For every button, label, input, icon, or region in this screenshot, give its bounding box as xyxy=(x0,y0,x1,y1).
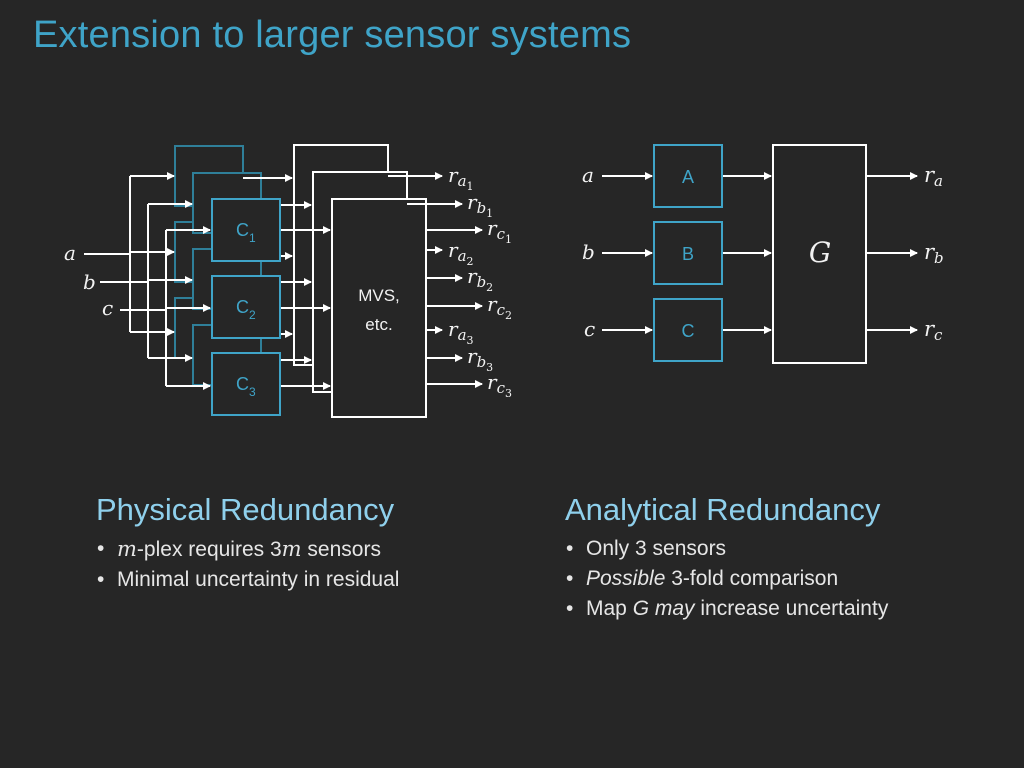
slide-title: Extension to larger sensor systems xyxy=(33,14,632,56)
right-output-label-a: ra xyxy=(924,163,943,190)
svg-text:ra3: ra3 xyxy=(448,317,474,347)
analytical-redundancy-diagram: A B C G a b c ra rb rc xyxy=(582,144,944,364)
right-input-label-c: c xyxy=(584,317,595,341)
output-arrows xyxy=(388,172,483,388)
sensor-box-c1: C1 xyxy=(211,198,281,262)
input-label-b: b xyxy=(83,270,96,294)
input-label-c: c xyxy=(102,296,113,320)
svg-text:etc.: etc. xyxy=(365,315,392,334)
svg-text:rb1: rb1 xyxy=(467,190,493,220)
right-input-label-a: a xyxy=(582,163,594,187)
svg-text:MVS,: MVS, xyxy=(358,286,400,305)
svg-text:rb2: rb2 xyxy=(467,264,493,294)
bullet-mplex: m-plex requires 3m sensors xyxy=(97,534,399,565)
output-labels: ra1 rb1 rc1 ra2 rb2 rc2 ra3 rb3 rc3 xyxy=(448,163,512,400)
input-fan-lines xyxy=(84,172,211,390)
mvs-box: MVS, etc. xyxy=(331,198,427,418)
bullet-minimal-uncertainty: Minimal uncertainty in residual xyxy=(97,565,399,595)
analytical-redundancy-bullets: Only 3 sensors Possible 3-fold compariso… xyxy=(566,534,888,624)
sensor-box-a: A xyxy=(653,144,723,208)
svg-text:B: B xyxy=(682,244,694,264)
svg-text:ra1: ra1 xyxy=(448,163,474,193)
physical-redundancy-diagram: C1 C2 C3 MVS, etc. a b c ra1 rb1 rc1 ra2… xyxy=(64,144,512,418)
input-label-a: a xyxy=(64,241,76,265)
physical-redundancy-bullets: m-plex requires 3m sensors Minimal uncer… xyxy=(97,534,399,595)
physical-redundancy-heading: Physical Redundancy xyxy=(96,492,395,527)
svg-text:C3: C3 xyxy=(236,374,256,399)
svg-text:A: A xyxy=(682,167,694,187)
svg-text:rc2: rc2 xyxy=(487,292,512,322)
sensor-box-c2: C2 xyxy=(211,275,281,339)
sensor-box-b: B xyxy=(653,221,723,285)
sensor-box-c: C xyxy=(653,298,723,362)
map-g-box: G xyxy=(772,144,867,364)
right-input-label-b: b xyxy=(582,240,595,264)
sensor-box-c3: C3 xyxy=(211,352,281,416)
svg-text:ra2: ra2 xyxy=(448,238,474,268)
svg-text:G: G xyxy=(809,236,831,269)
right-input-arrows xyxy=(602,172,918,334)
bullet-only-3-sensors: Only 3 sensors xyxy=(566,534,888,564)
bullet-possible-comparison: Possible 3-fold comparison xyxy=(566,564,888,594)
bullet-map-g: Map G may increase uncertainty xyxy=(566,594,888,624)
right-output-label-b: rb xyxy=(924,240,944,267)
right-output-label-c: rc xyxy=(924,317,943,344)
svg-text:rc1: rc1 xyxy=(487,216,512,246)
svg-text:rc3: rc3 xyxy=(487,370,512,400)
svg-text:C: C xyxy=(682,321,695,341)
svg-text:C1: C1 xyxy=(236,220,256,245)
analytical-redundancy-heading: Analytical Redundancy xyxy=(565,492,881,527)
svg-text:rb3: rb3 xyxy=(467,344,493,374)
svg-text:C2: C2 xyxy=(236,297,256,322)
